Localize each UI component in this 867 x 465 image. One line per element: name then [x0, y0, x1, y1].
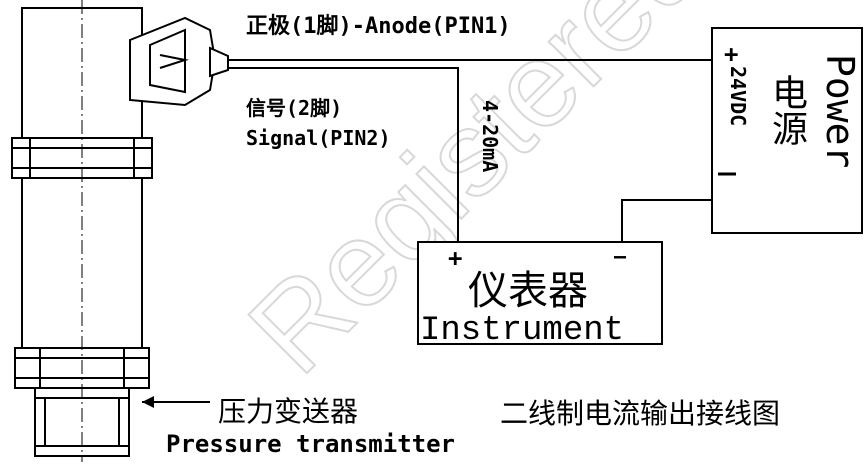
- transmitter-pointer-arrow: [142, 396, 210, 408]
- power-voltage-label: 24VDC: [726, 66, 750, 127]
- power-plus-sign: +: [724, 40, 739, 68]
- transmitter-label-cn: 压力变送器: [218, 395, 359, 428]
- instrument-minus-sign: —: [614, 244, 627, 268]
- wiring: [240, 59, 712, 242]
- instrument-label-cn: 仪表器: [468, 268, 588, 314]
- instrument-box: [417, 241, 663, 345]
- instrument-plus-sign: +: [448, 244, 463, 272]
- cable-connector: [129, 16, 240, 107]
- anode-label: 正极(1脚)-Anode(PIN1): [246, 14, 511, 39]
- signal-label-cn: 信号(2脚): [246, 96, 343, 120]
- signal-label-en: Signal(PIN2): [246, 126, 391, 150]
- diagram-title: 二线制电流输出接线图: [500, 397, 781, 430]
- power-label-en: Power: [818, 54, 862, 169]
- transmitter-label-en: Pressure transmitter: [166, 430, 455, 458]
- power-label-cn: 电源: [766, 74, 807, 146]
- current-label: 4-20mA: [478, 100, 502, 173]
- power-supply-box: [711, 27, 863, 234]
- instrument-label-en: Instrument: [420, 312, 625, 350]
